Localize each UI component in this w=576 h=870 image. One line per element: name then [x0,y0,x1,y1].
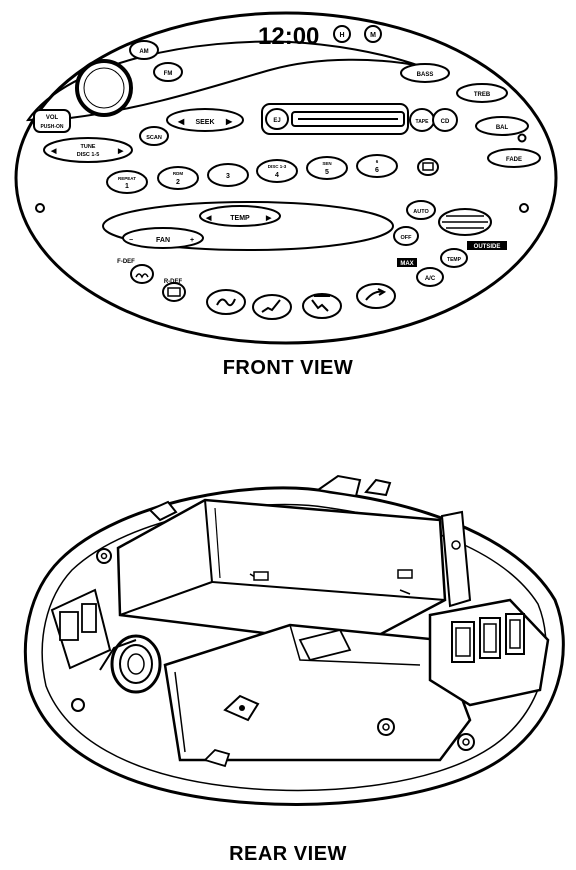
disc-label: DISC 1-5 [77,152,100,158]
fade-label: FADE [506,157,522,163]
fade-button[interactable] [487,148,541,168]
fm-button[interactable] [153,62,183,82]
temp-left-arrow-icon: ◀ [205,215,212,222]
preset-2-button[interactable] [157,166,199,190]
seek-label: SEEK [195,119,214,126]
preset-2-label: 2 [176,179,180,186]
tune-right-arrow-icon: ▶ [117,148,124,155]
display-button[interactable] [417,158,439,176]
preset-2-top-label: RDM [173,171,183,176]
cd-label: CD [441,119,450,125]
am-label: AM [139,49,148,55]
fdef-label: F-DEF [117,259,135,265]
display-icon [422,162,434,171]
temp-label: TEMP [230,215,250,222]
clock-display: 12:00 [258,23,319,50]
mount-dot-right-upper [517,133,527,143]
preset-3-button[interactable] [207,163,249,187]
preset-1-button[interactable] [106,170,148,194]
rear-defrost-button[interactable] [162,282,186,302]
bass-button[interactable] [400,63,450,83]
tune-label: TUNE [81,144,96,150]
defrost-floor-icon [216,298,236,307]
outside-label: OUTSIDE [474,244,501,250]
front-defrost-icon [135,273,149,279]
fan-plus-icon: + [190,237,194,244]
cd-button[interactable] [432,108,458,132]
hour-button[interactable] [333,25,351,43]
speaker-grille [438,208,492,236]
preset-6-label: 6 [375,167,379,174]
tape-label: TAPE [416,119,430,125]
preset-row: REPEAT 1 RDM 2 3 DISC 1-3 4 SEN 5 6 6 [106,154,439,194]
front-view-caption: FRONT VIEW [222,357,354,379]
volume-knob[interactable] [75,59,133,117]
preset-4-top-label: DISC 1-3 [268,164,287,169]
front-defrost-button[interactable] [130,264,154,284]
mount-dot-right [519,203,529,213]
preset-1-top-label: REPEAT [118,176,136,181]
auto-button[interactable] [406,200,436,220]
auto-label: AUTO [413,209,429,215]
treb-button[interactable] [456,83,508,103]
rear-defrost-icon [167,287,181,297]
treb-label: TREB [474,92,491,98]
ac-button[interactable] [416,267,444,287]
tune-left-arrow-icon: ◀ [50,148,57,155]
tape-eject-label: EJ [273,118,280,124]
tune-disc-button[interactable] [43,137,133,163]
hour-label: H [339,32,344,39]
preset-6-button[interactable] [356,154,398,178]
seek-right-arrow-icon: ▶ [225,117,233,126]
preset-4-label: 4 [275,172,279,179]
airflow-mode-buttons [206,283,396,320]
preset-4-button[interactable] [256,159,298,183]
temp-display-button[interactable] [440,248,468,268]
fan-label: FAN [156,237,170,244]
vol-power-button[interactable] [33,109,71,133]
mode-vent-button[interactable] [356,283,396,309]
temp-right-arrow-icon: ▶ [265,215,272,222]
preset-5-button[interactable] [306,156,348,180]
fm-label: FM [164,71,173,77]
off-label: OFF [401,235,413,241]
minute-label: M [370,32,376,39]
seek-left-arrow-icon: ◀ [177,117,185,126]
scan-label: SCAN [146,135,162,141]
rear-view-caption: REAR VIEW [229,843,347,865]
ac-label: A/C [425,276,436,282]
bal-button[interactable] [475,116,529,136]
preset-5-top-label: SEN [322,161,331,166]
preset-6-top-label: 6 [376,159,379,164]
fan-minus-icon: − [129,237,133,244]
vent-icon [365,288,387,301]
vol-label: VOL [46,115,59,121]
minute-button[interactable] [364,25,382,43]
power-label: PUSH-ON [40,124,63,130]
rdef-label: R-DEF [164,279,183,285]
tape-eject-button[interactable] [265,108,289,130]
volume-knob-inner [83,67,125,109]
fan-button[interactable] [122,227,204,249]
mode-floor-button[interactable] [252,294,292,320]
am-button[interactable] [129,40,159,60]
preset-5-label: 5 [325,169,329,176]
max-label: MAX [400,261,413,267]
outside-badge [467,241,507,250]
floor-icon [261,299,281,313]
bass-label: BASS [417,72,434,78]
mount-dot-left [35,203,45,213]
preset-3-label: 3 [226,173,230,180]
temp-display-label: TEMP [447,257,462,263]
scan-button[interactable] [139,126,169,146]
off-button[interactable] [393,226,419,246]
preset-1-label: 1 [125,183,129,190]
max-badge [397,258,417,267]
bilevel-icon [311,295,330,312]
bal-label: BAL [496,125,509,131]
temp-button[interactable] [199,205,281,227]
seek-button[interactable] [166,108,244,132]
